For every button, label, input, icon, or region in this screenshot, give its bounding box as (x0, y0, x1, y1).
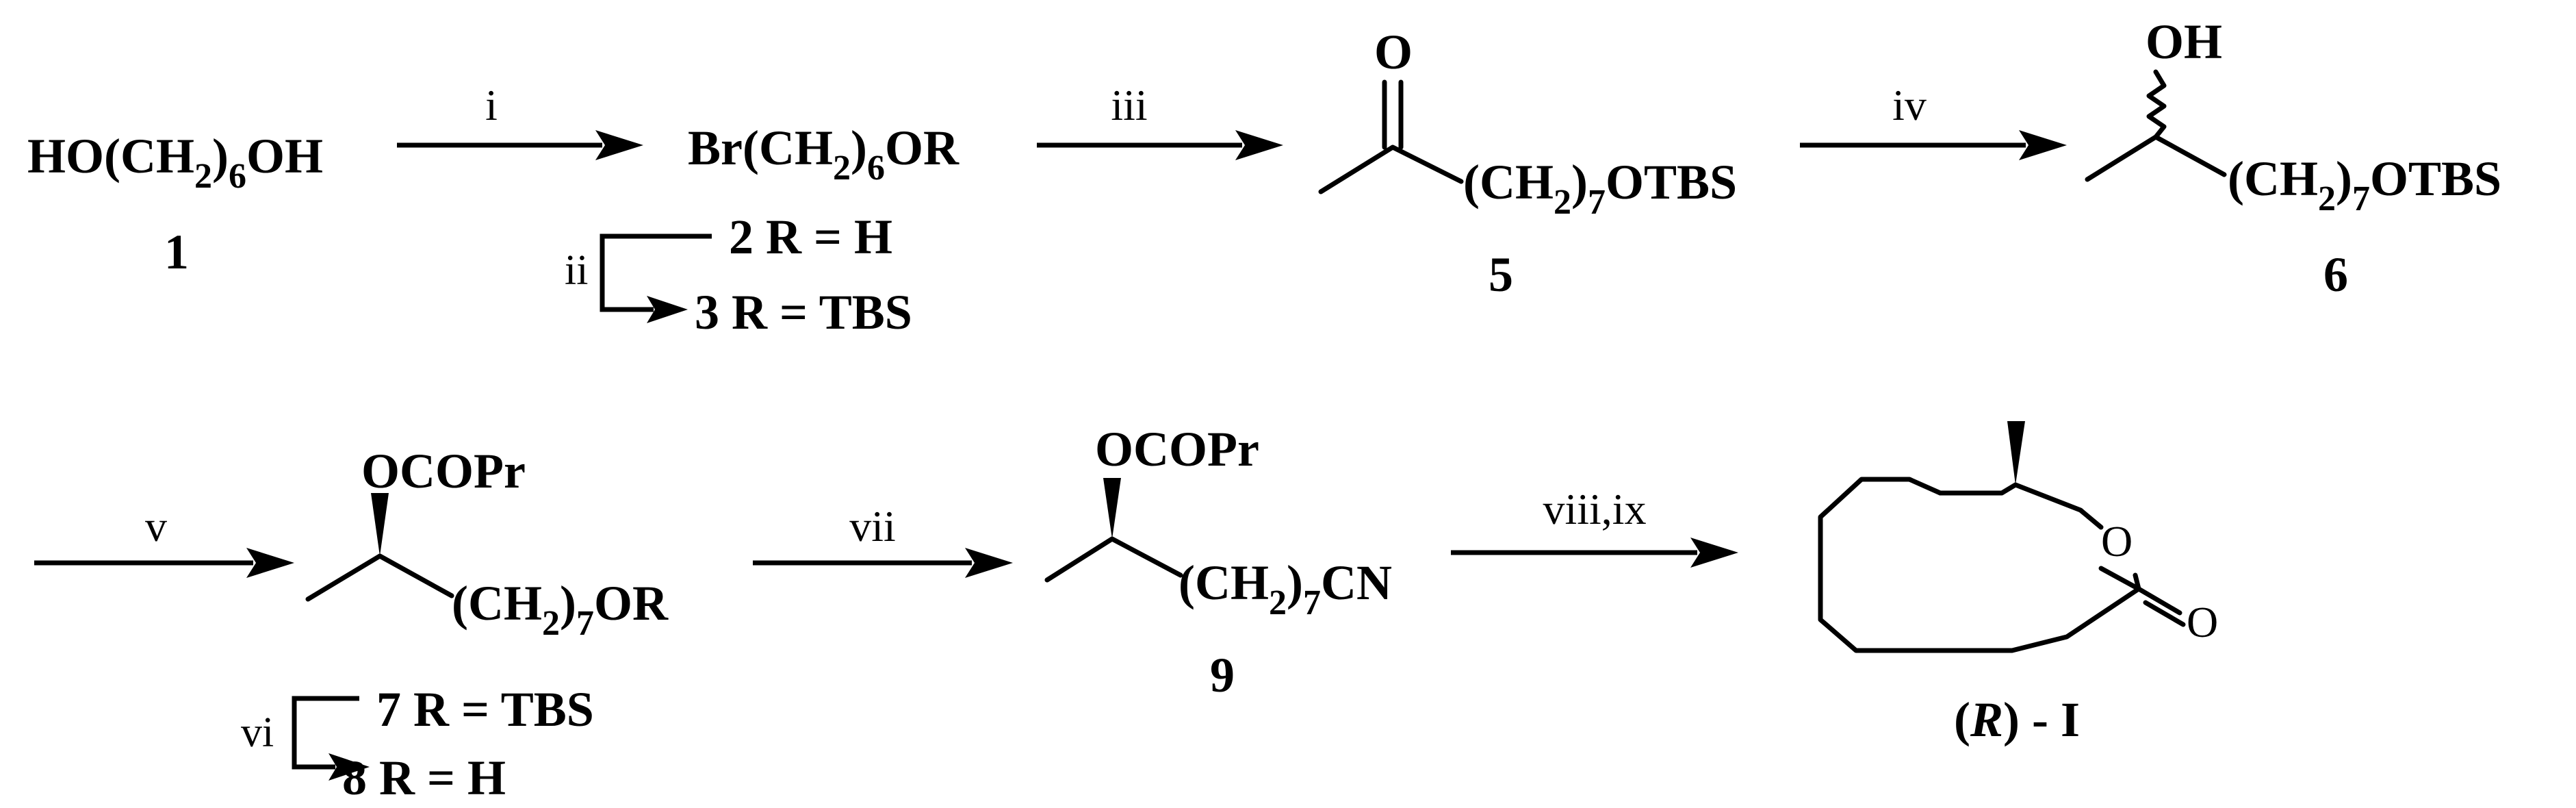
reagent-step-vi: vi (241, 709, 274, 756)
compound-6-chain: (CH2)7OTBS (2228, 151, 2501, 218)
reagent-step-viii-ix: viii,ix (1543, 485, 1646, 533)
compound-7-8-chain: (CH2)7OR (452, 576, 669, 643)
hydroxyl-label: OH (2146, 14, 2222, 69)
compound-5-number: 5 (1489, 247, 1513, 302)
ketone-oxygen: O (1374, 25, 1413, 79)
compound-1: HO(CH2)6OH 1 (27, 129, 323, 279)
compound-5: O (CH2)7OTBS 5 (1318, 25, 1737, 302)
arrow-step-vii: vii (753, 502, 1013, 578)
reagent-step-iv: iv (1892, 81, 1927, 129)
compound-7-8: OCOPr (CH2)7OR (305, 444, 669, 643)
compound-9-skeleton (1044, 536, 1183, 583)
ester-label-9: OCOPr (1095, 422, 1259, 477)
ring-oxygen: O (2101, 517, 2133, 566)
carbonyl-bond-lactone-b (2143, 600, 2186, 627)
ester-label: OCOPr (361, 444, 526, 498)
arrow-step-i: i (397, 81, 643, 160)
arrow-step-iii: iii (1037, 81, 1283, 160)
compound-6-skeleton (2085, 134, 2227, 182)
compound-1-formula: HO(CH2)6OH (27, 129, 323, 196)
reagent-step-i: i (485, 81, 498, 129)
compound-8-label: 8 R = H (342, 750, 506, 805)
wavy-stereo-bond (2146, 69, 2167, 140)
reagent-step-iii: iii (1111, 81, 1147, 129)
lactone-ring-ester-link (2098, 566, 2141, 592)
compound-6: OH (CH2)7OTBS 6 (2085, 14, 2501, 302)
lactone-ring-skeleton (1818, 477, 2141, 653)
compound-9-chain: (CH2)7CN (1178, 555, 1392, 622)
wedge-stereo-bond (371, 493, 389, 556)
lactone-ring-upper (1937, 482, 2104, 530)
carbonyl-bond-lactone-a (2136, 586, 2182, 616)
lactone-r-i: O O (R) - I (1818, 421, 2218, 747)
carbonyl-oxygen: O (2187, 598, 2218, 646)
compound-2-3: Br(CH2)6OR (688, 121, 959, 188)
compound-7-8-skeleton (305, 553, 454, 602)
arrow-step-v: v (34, 502, 294, 578)
compound-5-skeleton (1318, 144, 1464, 194)
compound-6-number: 6 (2323, 247, 2348, 302)
compound-9-number: 9 (1210, 648, 1235, 703)
reagent-step-v: v (145, 502, 167, 551)
compound-2-3-formula: Br(CH2)6OR (688, 121, 959, 188)
arrow-step-iv: iv (1800, 81, 2067, 160)
wedge-methyl-bond (2007, 421, 2025, 485)
reagent-step-ii: ii (565, 247, 588, 294)
compound-1-number: 1 (164, 225, 189, 279)
compound-9: OCOPr (CH2)7CN 9 (1044, 422, 1392, 703)
arrow-step-viii-ix: viii,ix (1451, 485, 1738, 568)
arrow-step-vi: vi (241, 696, 370, 781)
compound-3-label: 3 R = TBS (695, 285, 912, 340)
compound-2-label: 2 R = H (729, 210, 892, 264)
reagent-step-vii: vii (849, 502, 896, 551)
lactone-label: (R) - I (1954, 692, 2080, 747)
wedge-stereo-bond-9 (1103, 478, 1121, 539)
compound-5-chain: (CH2)7OTBS (1463, 155, 1737, 222)
compound-7-label: 7 R = TBS (376, 682, 594, 737)
arrow-step-ii: ii (565, 233, 712, 323)
